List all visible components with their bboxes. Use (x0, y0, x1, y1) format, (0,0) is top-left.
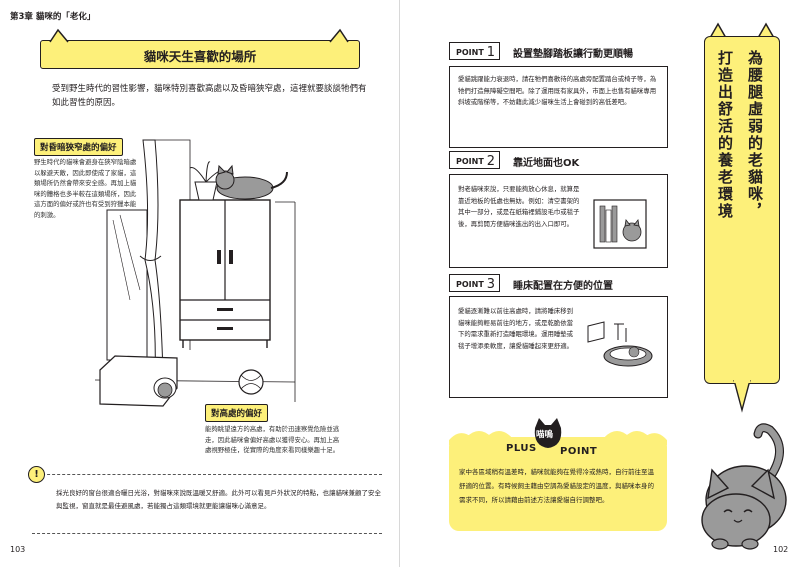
point-2-panel (449, 174, 668, 268)
point-3-title: 睡床配置在方便的位置 (513, 281, 613, 292)
bookshelf-cat-illustration (593, 199, 647, 249)
section-title: 貓咪天生喜歡的場所 (143, 49, 257, 64)
point-2-text: 對老貓咪來說，只要能夠放心休息，就算是靠近地板的低處也無妨。例如：清空書架的其中… (458, 185, 580, 228)
point-1-panel (449, 66, 668, 148)
callout-narrow-text: 野生時代的貓咪會避身在狹窄陰暗處以躲避天敵，因此即使成了家貓，這類場所仍然會帶來… (34, 158, 137, 219)
cat-face-badge-icon (534, 418, 562, 448)
exclamation-icon: ! (28, 466, 45, 483)
intro-paragraph: 受到野生時代的習性影響，貓咪特別喜歡高處以及昏暗狹窄處，這裡就要談談牠們有如此習… (52, 84, 367, 108)
tip-box (32, 474, 382, 534)
point-1-text: 愛貓跳躍能力衰退時，請在牠們喜歡待的高處旁配置踏台或椅子等，為牠們打造無障礙空間… (458, 75, 657, 106)
point-2-title: 靠近地面也OK (513, 158, 580, 169)
point-1-title: 設置墊腳踏板讓行動更順暢 (513, 49, 633, 60)
room-illustration (95, 139, 296, 407)
tip-text: 採光良好的窗台很適合曬日光浴，對貓咪來說既溫暖又舒適。此外可以看見戶外狀況的特點… (56, 489, 381, 510)
side-title-col1: 為腰腿虛弱的老貓咪， (746, 50, 764, 220)
side-title-banner (704, 36, 780, 384)
title-banner (40, 40, 360, 69)
plus-point-box (449, 437, 667, 531)
side-banner-ears-icon (709, 22, 775, 39)
plus-badge-text: 喵嗚 (536, 430, 554, 440)
plus-label: PLUS (506, 443, 537, 454)
cat-bed-illustration (587, 321, 653, 367)
page-divider (399, 0, 400, 567)
banner-ears-icon (49, 28, 349, 43)
chapter-header: 第3章 貓咪的「老化」 (10, 12, 96, 22)
plus-point-text: 家中各區域稍有溫差時，貓咪就能夠在覺得冷或熱時，自行前往至溫舒適的位置。有時候飼… (459, 468, 654, 504)
page-number-right: 102 (773, 545, 789, 554)
callout-narrow-label: 對昏暗狹窄處的偏好 (34, 138, 123, 156)
callout-high-label: 對高處的偏好 (205, 404, 269, 422)
side-title-col2: 打造出舒活的養老環境 (716, 50, 734, 220)
plus-box-scallop (449, 431, 667, 445)
big-cat-illustration (701, 423, 787, 550)
point-3-text: 愛貓逐漸難以前往高處時，請將睡床移到貓咪能夠輕易前往的地方，或是乾脆依當下的需求… (458, 307, 574, 350)
plus-label-point: POINT (560, 446, 598, 457)
banner-tail (733, 380, 751, 413)
page-number-left: 103 (10, 545, 26, 554)
callout-high-text: 能夠眺望遠方的高處，有助於迅速察覺危險並逃走，因此貓咪會偏好高處以獲得安心。再加… (205, 425, 340, 454)
